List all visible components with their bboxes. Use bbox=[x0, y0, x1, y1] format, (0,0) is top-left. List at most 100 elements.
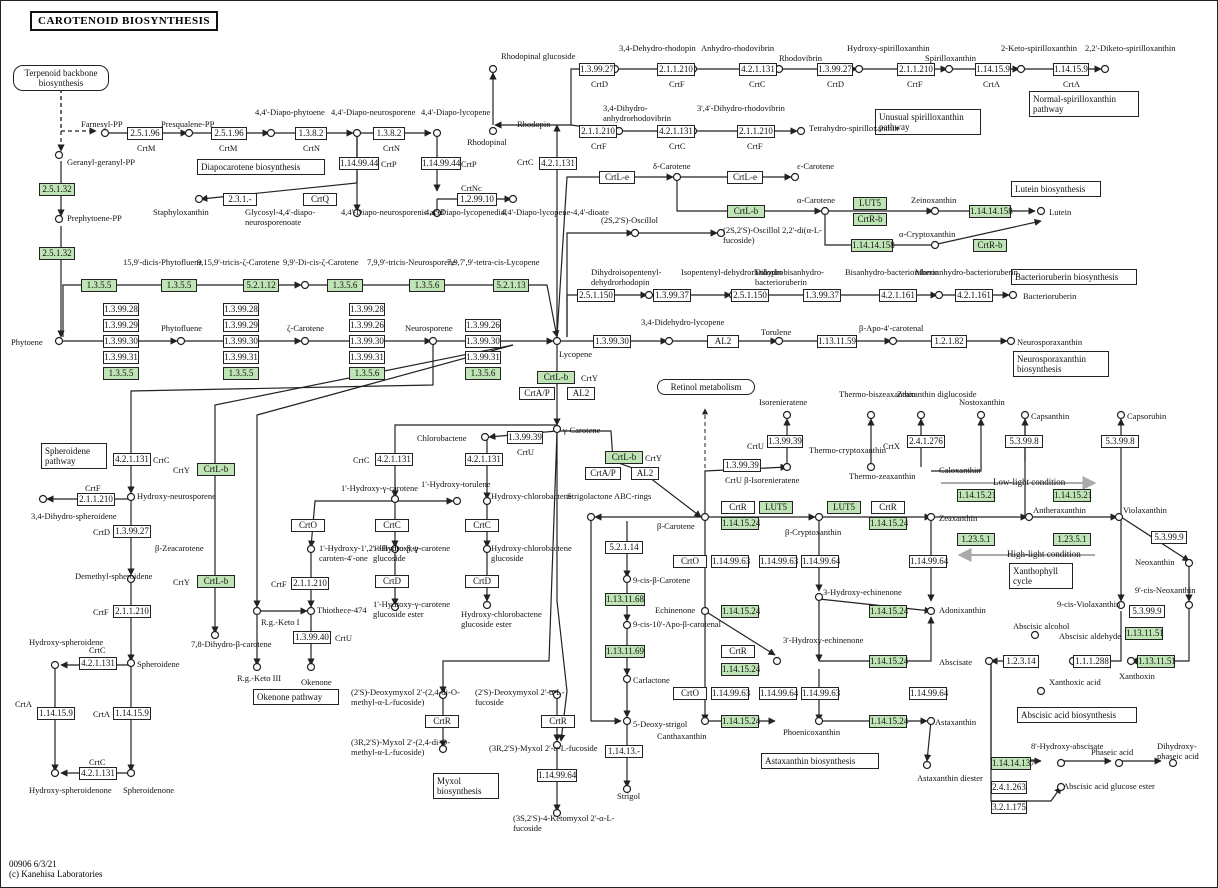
compound-label[interactable]: Hydroxy-spheroidene bbox=[29, 637, 104, 647]
compound-label[interactable]: 4,4'-Diapo-neurosporene bbox=[331, 107, 416, 117]
enzyme-box[interactable]: 1.3.5.5 bbox=[81, 279, 117, 292]
enzyme-box[interactable]: 1.3.5.6 bbox=[409, 279, 445, 292]
enzyme-box[interactable]: 4.2.1.131 bbox=[739, 63, 777, 76]
enzyme-box[interactable]: 1.14.99.44 bbox=[421, 157, 461, 170]
compound-label[interactable]: Dihydroxy-phaseic acid bbox=[1157, 741, 1199, 761]
enzyme-box[interactable]: 1.14.15.9 bbox=[1053, 63, 1089, 76]
compound-label[interactable]: Astaxanthin bbox=[935, 717, 977, 727]
enzyme-box[interactable]: 2.5.1.32 bbox=[39, 183, 75, 196]
compound-label[interactable]: 7,9,9'-tricis-Neurosporene bbox=[367, 257, 456, 267]
compound-label[interactable]: β-Cryptoxanthin bbox=[785, 527, 842, 537]
compound-label[interactable]: 3,4-Dihydro-anhydrorhodovibrin bbox=[603, 103, 671, 123]
enzyme-box[interactable]: 2.1.1.210 bbox=[113, 605, 151, 618]
enzyme-box[interactable]: CrtO bbox=[673, 555, 707, 568]
compound-label[interactable]: Strigolactone ABC-rings bbox=[567, 491, 652, 501]
enzyme-box[interactable]: 1.3.5.6 bbox=[327, 279, 363, 292]
compound-label[interactable]: Geranyl-geranyl-PP bbox=[67, 157, 135, 167]
enzyme-box[interactable]: 1.14.99.64 bbox=[909, 687, 949, 700]
compound-label[interactable]: Rhodopinal bbox=[467, 137, 507, 147]
compound-label[interactable]: β-Zeacarotene bbox=[155, 543, 204, 553]
compound-label[interactable]: Bisanhydro-bacterioruberin bbox=[845, 267, 939, 277]
compound-label[interactable]: Isopentenyl-dehydrorhodopin bbox=[681, 267, 783, 277]
enzyme-box[interactable]: CrtA/P bbox=[585, 467, 621, 480]
enzyme-box[interactable]: 2.1.1.210 bbox=[897, 63, 935, 76]
enzyme-box[interactable]: 1.14.15.9 bbox=[113, 707, 151, 720]
enzyme-box[interactable]: CrtR bbox=[425, 715, 459, 728]
myxol-biosynthesis-link[interactable]: Myxol biosynthesis bbox=[433, 773, 499, 799]
diapocarotene-pathway-link[interactable]: Diapocarotene biosynthesis bbox=[197, 159, 325, 175]
enzyme-box[interactable]: 1.3.99.31 bbox=[223, 351, 259, 364]
compound-label[interactable]: Abscisic alcohol bbox=[1013, 621, 1070, 631]
enzyme-box[interactable]: 1.13.11.51 bbox=[1125, 627, 1164, 640]
enzyme-box[interactable]: 1.13.11.69 bbox=[605, 645, 645, 658]
compound-label[interactable]: Canthaxanthin bbox=[657, 731, 707, 741]
enzyme-box[interactable]: 1.14.99.64 bbox=[801, 555, 841, 568]
enzyme-box[interactable]: 1.3.99.29 bbox=[103, 319, 139, 332]
compound-label[interactable]: Thermo-biszeaxanthin bbox=[839, 389, 916, 399]
enzyme-box[interactable]: 1.14.15.24 bbox=[869, 517, 909, 530]
enzyme-box[interactable]: CrtL-e bbox=[599, 171, 635, 184]
enzyme-box[interactable]: 4.2.1.131 bbox=[79, 657, 117, 670]
compound-label[interactable]: Hydroxy-spheroidenone bbox=[29, 785, 112, 795]
compound-label[interactable]: Phaseic acid bbox=[1091, 747, 1134, 757]
enzyme-box[interactable]: 2.1.1.210 bbox=[737, 125, 775, 138]
enzyme-box[interactable]: 1.14.15.21 bbox=[957, 489, 997, 502]
compound-label[interactable]: 9-cis-10'-Apo-β-carotenal bbox=[633, 619, 721, 629]
compound-label[interactable]: Thermo-zeaxanthin bbox=[849, 471, 916, 481]
enzyme-box[interactable]: 2.4.1.263 bbox=[991, 781, 1027, 794]
enzyme-box[interactable]: 1.14.15.24 bbox=[869, 655, 909, 668]
enzyme-box[interactable]: 1.3.99.26 bbox=[349, 319, 385, 332]
compound-label[interactable]: 4,4'-Diapo-phytoene bbox=[255, 107, 325, 117]
enzyme-box[interactable]: 1.14.15.21 bbox=[1053, 489, 1093, 502]
compound-label[interactable]: 3-Hydroxy-echinenone bbox=[823, 587, 902, 597]
compound-label[interactable]: Zeaxanthin bbox=[939, 513, 978, 523]
enzyme-box[interactable]: 1.3.99.30 bbox=[593, 335, 631, 348]
enzyme-box[interactable]: 1.3.99.37 bbox=[803, 289, 841, 302]
compound-label[interactable]: Adonixanthin bbox=[939, 605, 986, 615]
enzyme-box[interactable]: 1.3.99.27 bbox=[579, 63, 615, 76]
compound-label[interactable]: 4,4'-Diapo-lycopene-4,4'-dioate bbox=[501, 207, 609, 217]
compound-label[interactable]: (2'S)-Deoxymyxol 2'-(2,4-di-O-methyl-α-L… bbox=[351, 687, 460, 707]
enzyme-box[interactable]: 4.2.1.131 bbox=[657, 125, 695, 138]
compound-label[interactable]: Xanthoxin bbox=[1119, 671, 1155, 681]
enzyme-box[interactable]: 1.13.11.59 bbox=[817, 335, 857, 348]
enzyme-box[interactable]: LUT5 bbox=[759, 501, 793, 514]
compound-label[interactable]: Antheraxanthin bbox=[1033, 505, 1086, 515]
enzyme-box[interactable]: 1.14.99.64 bbox=[759, 687, 799, 700]
compound-label[interactable]: (2'S)-Deoxymyxol 2'-α-L-fucoside bbox=[475, 687, 565, 707]
enzyme-box[interactable]: 1.14.15.24 bbox=[869, 715, 909, 728]
enzyme-box[interactable]: 5.3.99.9 bbox=[1129, 605, 1165, 618]
enzyme-box[interactable]: 1.3.99.39 bbox=[767, 435, 803, 448]
enzyme-box[interactable]: 2.1.1.210 bbox=[77, 493, 115, 506]
enzyme-box[interactable]: 4.2.1.131 bbox=[79, 767, 117, 780]
compound-label[interactable]: β-Apo-4'-carotenal bbox=[859, 323, 924, 333]
compound-label[interactable]: 9-cis-Violaxanthin bbox=[1057, 599, 1121, 609]
compound-label[interactable]: (2S,2'S)-Oscillol bbox=[601, 215, 659, 225]
enzyme-box[interactable]: CrtR-b bbox=[853, 213, 887, 226]
enzyme-box[interactable]: 1.3.99.30 bbox=[223, 335, 259, 348]
enzyme-box[interactable]: CrtA/P bbox=[519, 387, 555, 400]
compound-label[interactable]: Staphyloxanthin bbox=[153, 207, 209, 217]
enzyme-box[interactable]: LUT5 bbox=[827, 501, 861, 514]
compound-label[interactable]: 1'-Hydroxy-1',2'-dihydro-β,ψ-caroten-4'-… bbox=[319, 543, 422, 563]
compound-label[interactable]: 5-Deoxy-strigol bbox=[633, 719, 688, 729]
enzyme-box[interactable]: 4.2.1.161 bbox=[955, 289, 993, 302]
enzyme-box[interactable]: 1.2.1.82 bbox=[931, 335, 967, 348]
compound-label[interactable]: 9,9'-Di-cis-ζ-Carotene bbox=[283, 257, 359, 267]
enzyme-box[interactable]: 1.3.8.2 bbox=[295, 127, 327, 140]
enzyme-box[interactable]: CrtD bbox=[375, 575, 409, 588]
enzyme-box[interactable]: 1.1.1.288 bbox=[1073, 655, 1111, 668]
enzyme-box[interactable]: 1.3.5.5 bbox=[103, 367, 139, 380]
xanthophyll-cycle-link[interactable]: Xanthophyll cycle bbox=[1009, 563, 1073, 589]
lutein-biosynthesis-link[interactable]: Lutein biosynthesis bbox=[1011, 181, 1101, 197]
compound-label[interactable]: Anhydro-rhodovibrin bbox=[701, 43, 775, 53]
enzyme-box[interactable]: CrtR bbox=[721, 645, 755, 658]
compound-label[interactable]: Violaxanthin bbox=[1123, 505, 1167, 515]
compound-label[interactable]: Monoanhydro-bacterioruberin bbox=[915, 267, 1018, 277]
compound-label[interactable]: Spirilloxanthin bbox=[925, 53, 976, 63]
enzyme-box[interactable]: 1.14.14.158 bbox=[851, 239, 895, 252]
enzyme-box[interactable]: 1.3.99.37 bbox=[653, 289, 691, 302]
enzyme-box[interactable]: 1.14.99.63 bbox=[759, 555, 799, 568]
compound-label[interactable]: 15,9'-dicis-Phytofluene bbox=[123, 257, 203, 267]
enzyme-box[interactable]: CrtL-e bbox=[727, 171, 763, 184]
